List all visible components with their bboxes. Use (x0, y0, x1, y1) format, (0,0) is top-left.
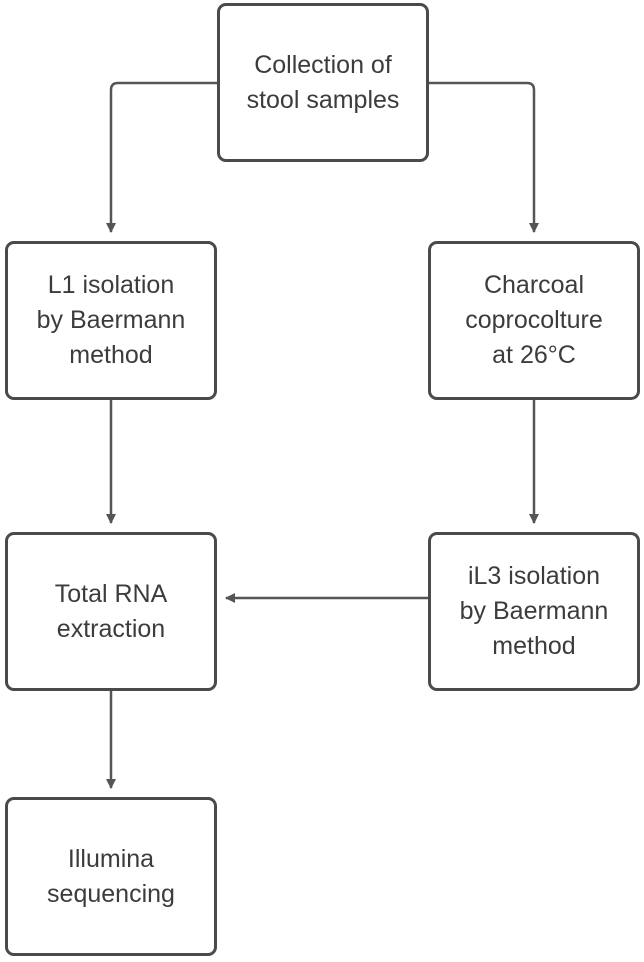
node-charcoal-label: Charcoal coprocolture at 26°C (465, 271, 603, 369)
node-l1-isolation-label: L1 isolation by Baermann method (36, 271, 186, 369)
node-illumina-sequencing: Illumina sequencing (5, 797, 217, 956)
node-il3-isolation: iL3 isolation by Baermann method (428, 532, 640, 691)
node-illumina-label: Illumina sequencing (47, 844, 175, 908)
node-collection-of-stool-samples: Collection of stool samples (217, 3, 429, 162)
node-il3-isolation-label: iL3 isolation by Baermann method (459, 562, 609, 660)
edge-collection-to-charcoal (429, 81, 539, 233)
node-l1-isolation: L1 isolation by Baermann method (5, 241, 217, 400)
node-total-rna-extraction: Total RNA extraction (5, 532, 217, 691)
node-charcoal-coprocolture: Charcoal coprocolture at 26°C (428, 241, 640, 400)
node-total-rna-label: Total RNA extraction (54, 579, 168, 643)
edge-collection-to-l1 (106, 81, 217, 233)
node-collection-label: Collection of stool samples (246, 50, 400, 114)
